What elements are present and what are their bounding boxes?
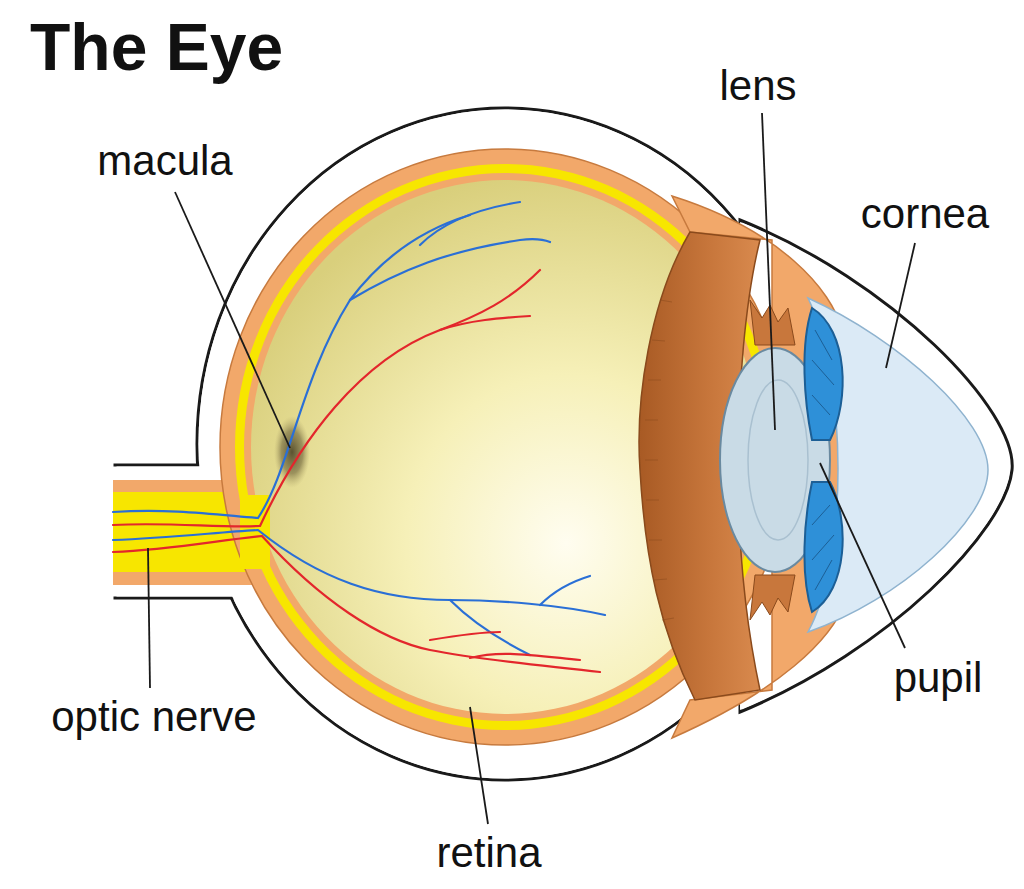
optic-nerve-body <box>113 492 283 572</box>
part-label: optic nerve <box>51 696 256 738</box>
leader-line <box>148 548 150 688</box>
pigment-layer <box>244 173 766 721</box>
zonule-fibres <box>750 300 795 345</box>
leader-line <box>175 192 290 448</box>
part-label: lens <box>719 65 796 107</box>
leader-line <box>762 113 775 430</box>
leader-line <box>886 243 915 368</box>
iris-shape <box>804 308 842 440</box>
retina-layer <box>235 164 775 730</box>
leader-line <box>470 707 488 824</box>
title: The Eye <box>30 14 283 80</box>
macula-spot <box>274 416 310 488</box>
part-label: pupil <box>894 657 983 699</box>
ciliary-texture <box>645 300 674 620</box>
zonule-fibres <box>750 575 795 620</box>
part-label: macula <box>97 140 232 182</box>
sclera-fill <box>113 110 1010 779</box>
part-label: cornea <box>861 193 989 235</box>
leader-line <box>820 463 905 648</box>
sclera-outline <box>115 108 1012 780</box>
leader-lines <box>148 113 915 824</box>
iris-texture <box>812 330 834 590</box>
vitreous-body <box>251 180 759 714</box>
blood-vessels <box>113 202 605 672</box>
lens-nucleus <box>748 380 808 540</box>
part-label: retina <box>436 832 541 874</box>
